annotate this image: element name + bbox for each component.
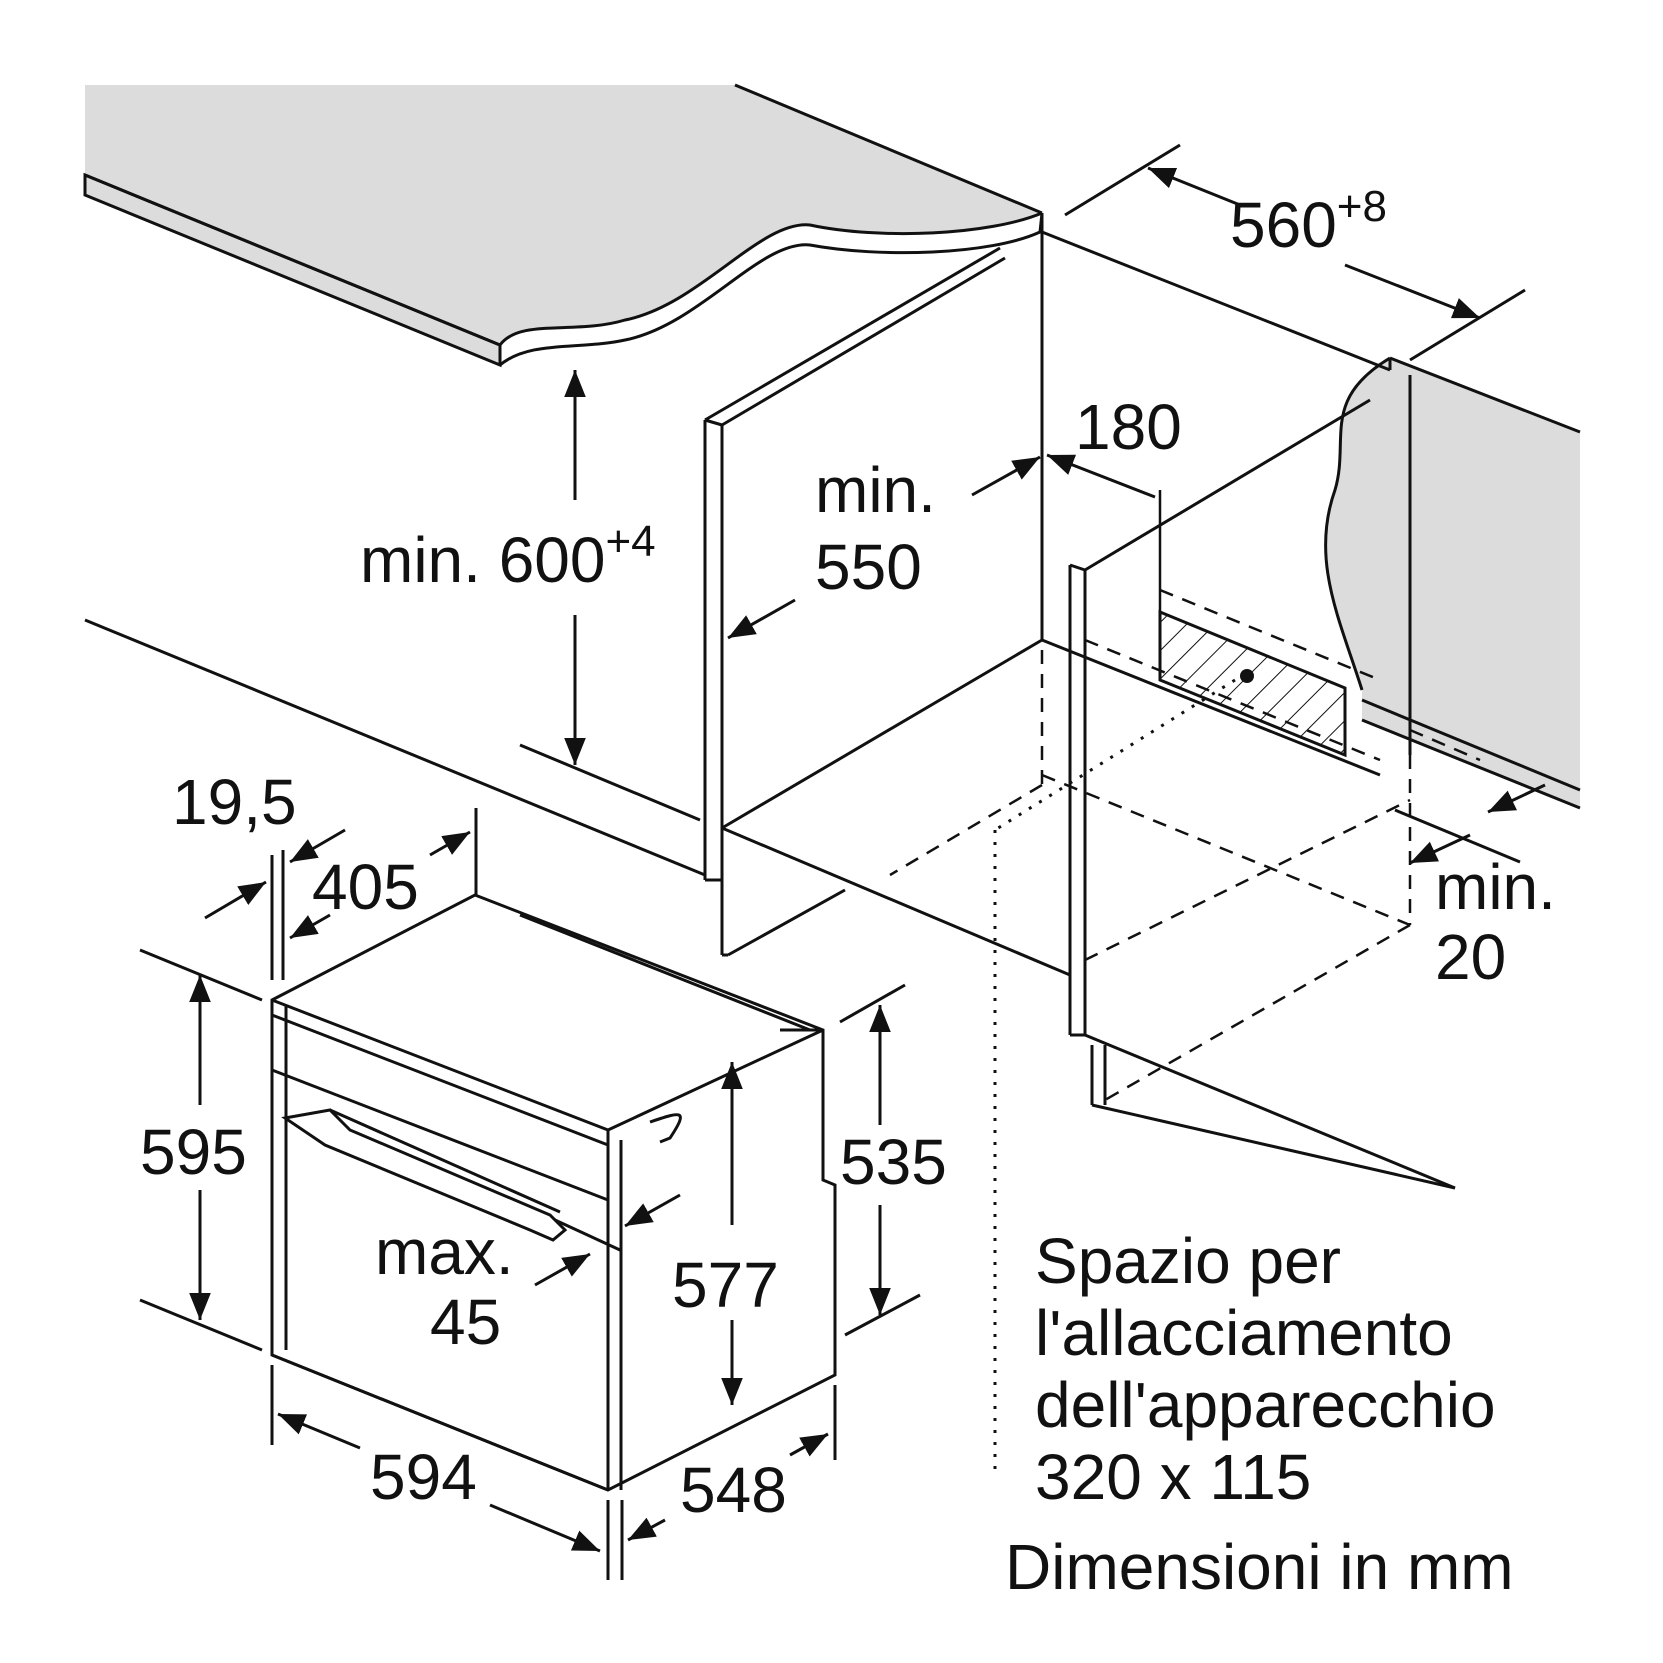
handle-depth-label-line1: max. — [375, 1216, 514, 1288]
oven-width-label: 594 — [370, 1441, 477, 1513]
niche-frame — [84, 213, 1456, 1190]
body-height-label: 535 — [840, 1126, 947, 1198]
niche-height-label: min. 600+4 — [360, 517, 656, 596]
units-footer: Dimensioni in mm — [1005, 1531, 1514, 1603]
handle-depth-label-line2: 45 — [430, 1286, 502, 1358]
door-height-label: 577 — [672, 1249, 779, 1321]
dimension-lines — [139, 143, 1546, 1580]
rear-gap-label-line2: 20 — [1435, 921, 1507, 993]
connection-note-line3: dell'apparecchio — [1035, 1369, 1496, 1441]
oven — [270, 893, 837, 1492]
niche-depth-label-line1: min. — [815, 454, 936, 526]
oven-height-label: 595 — [140, 1116, 247, 1188]
connection-zone — [1158, 490, 1347, 758]
niche-width-label: 560+8 — [1230, 182, 1387, 261]
connection-note-line4: 320 x 115 — [1035, 1441, 1312, 1513]
connection-note-line1: Spazio per — [1035, 1225, 1341, 1297]
top-depth-label: 405 — [312, 851, 419, 923]
worktop — [83, 83, 1044, 368]
right-cabinet — [1324, 356, 1581, 810]
niche-depth-label-line2: 550 — [815, 531, 922, 603]
rear-gap-label-line1: min. — [1435, 851, 1556, 923]
oven-depth-label: 548 — [680, 1454, 787, 1526]
niche-width-tolerance: +8 — [1336, 182, 1387, 231]
socket-offset-label: 180 — [1075, 391, 1182, 463]
panel-thickness-label: 19,5 — [172, 766, 297, 838]
connection-note-line2: l'allacciamento — [1035, 1297, 1453, 1369]
niche-height-tolerance: +4 — [605, 517, 656, 566]
